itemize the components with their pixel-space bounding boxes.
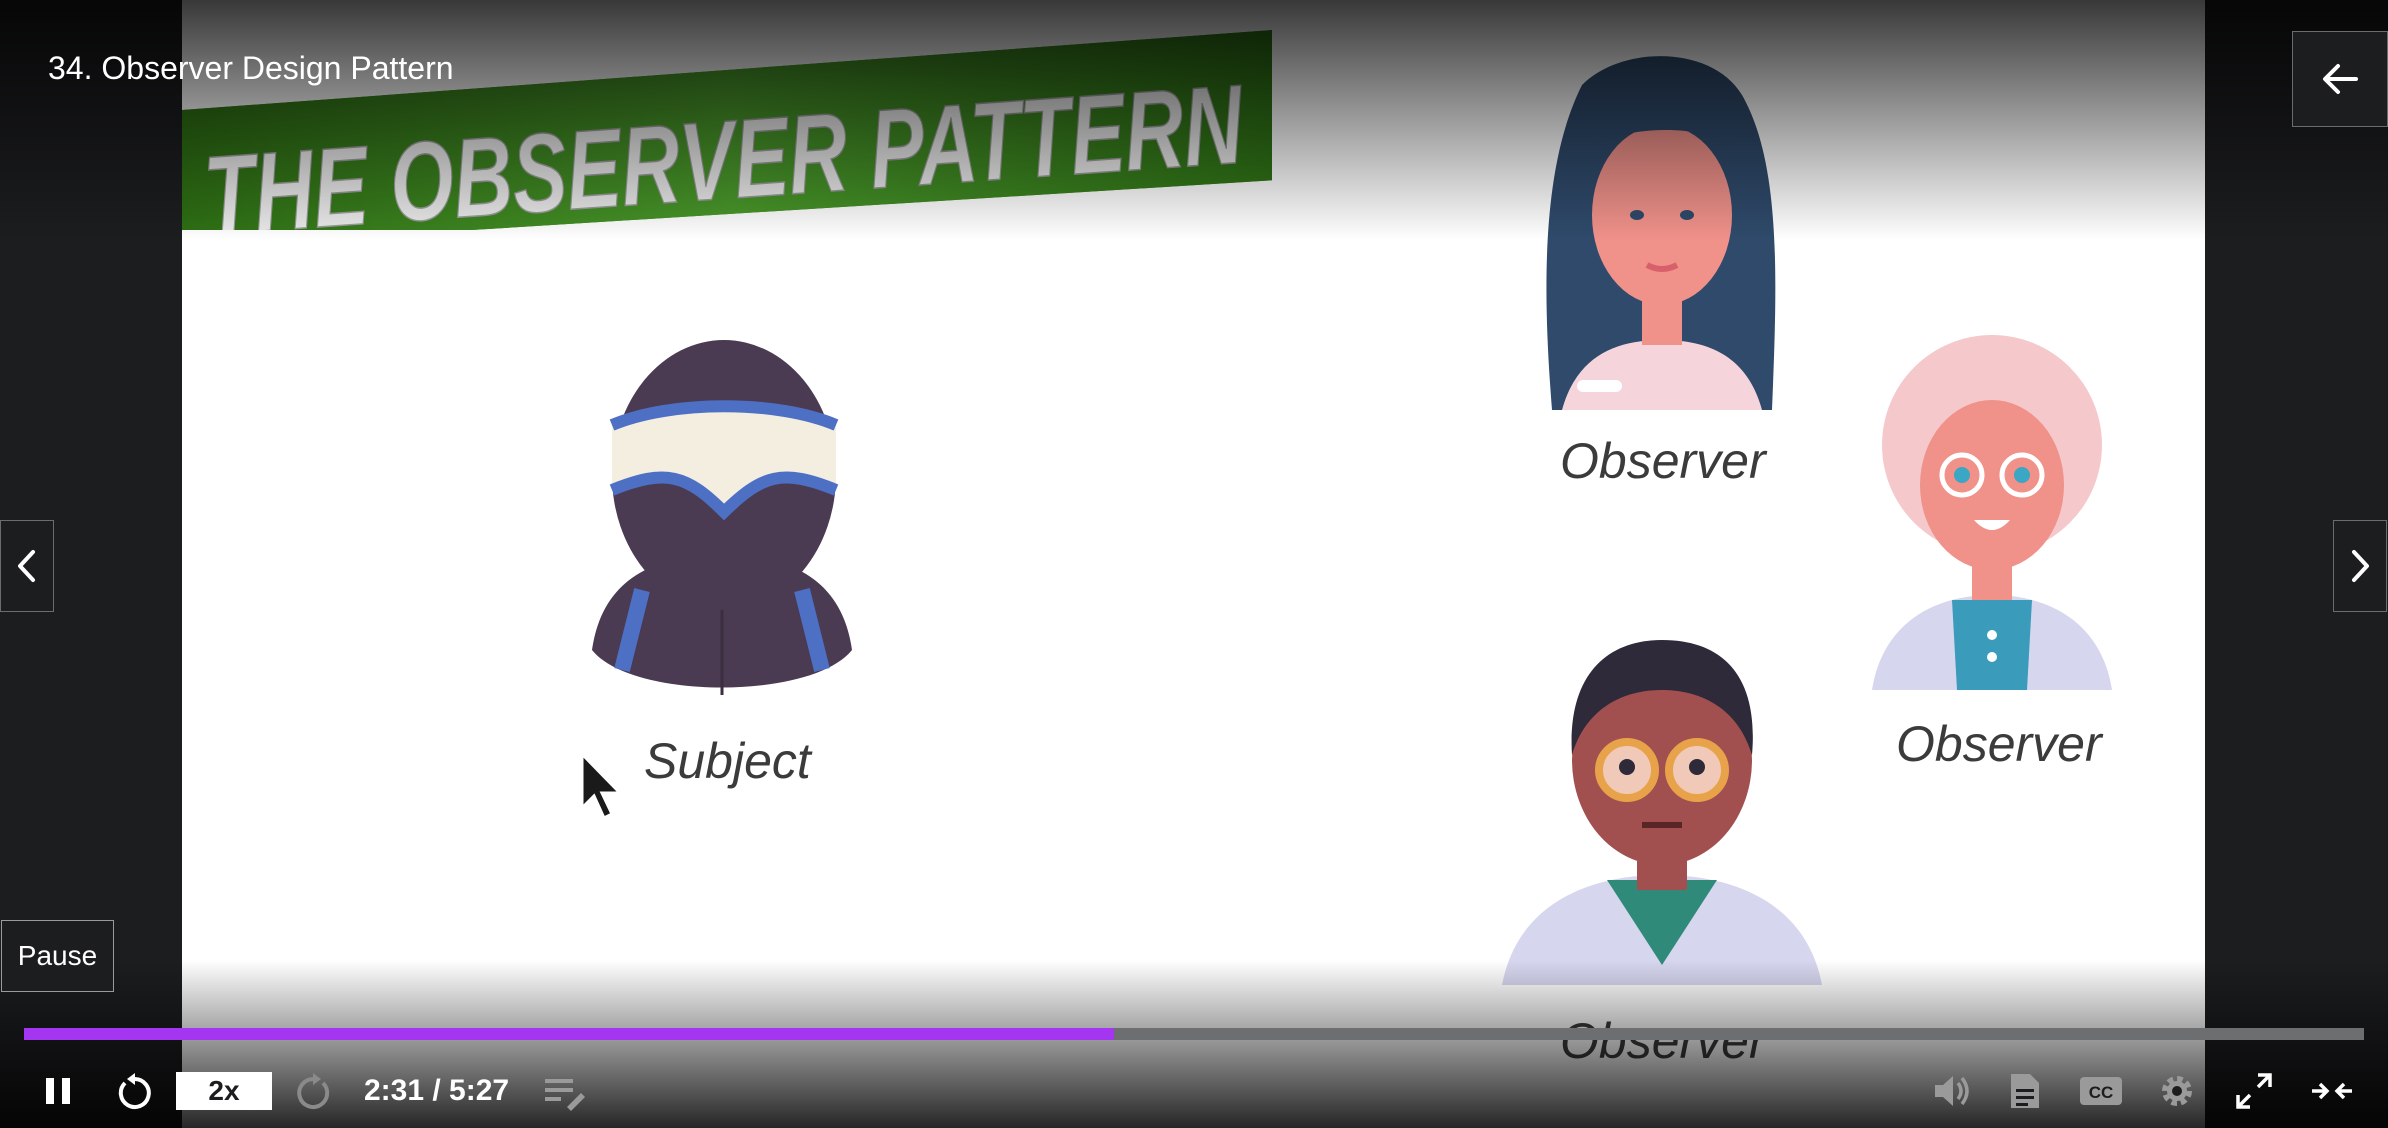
captions-button[interactable]: CC <box>2076 1060 2126 1122</box>
settings-button[interactable] <box>2154 1060 2200 1122</box>
rewind-icon <box>118 1073 151 1109</box>
forward-icon <box>297 1073 330 1109</box>
observer-figure-2 <box>1872 335 2112 690</box>
subject-figure <box>592 340 852 695</box>
playlist-button[interactable] <box>540 1060 590 1122</box>
observer-figure-3 <box>1502 640 1822 985</box>
volume-icon <box>1935 1076 1969 1106</box>
pause-icon <box>46 1078 70 1104</box>
mouse-cursor-icon <box>580 752 624 821</box>
transcript-icon <box>2011 1074 2039 1108</box>
progress-bar[interactable] <box>24 1028 2364 1040</box>
pause-tooltip: Pause <box>1 920 114 992</box>
chevron-right-icon <box>2352 550 2369 582</box>
observer-label-2: Observer <box>1896 716 2102 772</box>
observer-label-1: Observer <box>1560 433 1766 489</box>
next-lecture-button[interactable] <box>2333 520 2387 612</box>
lecture-title: 34. Observer Design Pattern <box>48 50 454 86</box>
back-arrow-icon <box>2323 64 2358 94</box>
previous-lecture-button[interactable] <box>0 520 54 612</box>
playback-speed-button[interactable]: 2x <box>176 1072 272 1110</box>
playlist-icon <box>545 1079 585 1111</box>
fullscreen-button[interactable] <box>2230 1060 2278 1122</box>
progress-fill <box>24 1028 1115 1040</box>
exit-expanded-button[interactable] <box>2306 1060 2358 1122</box>
chevron-left-icon <box>18 550 35 582</box>
rewind-button[interactable] <box>110 1060 160 1122</box>
fullscreen-icon <box>2236 1073 2272 1109</box>
pause-button[interactable] <box>36 1060 80 1122</box>
observer-figure-1 <box>1546 56 1776 410</box>
time-display: 2:31 / 5:27 <box>364 1074 510 1107</box>
control-bar: 2x 2:31 / 5:27 <box>0 1060 2388 1122</box>
video-frame: THE OBSERVER PATTERN Subject Observe <box>182 0 2205 1128</box>
settings-icon <box>2162 1076 2192 1106</box>
volume-button[interactable] <box>1926 1060 1976 1122</box>
svg-text:CC: CC <box>2089 1083 2114 1102</box>
forward-button[interactable] <box>288 1060 338 1122</box>
transcript-button[interactable] <box>2002 1060 2048 1122</box>
exit-expanded-icon <box>2312 1082 2352 1100</box>
subject-label: Subject <box>644 733 811 789</box>
captions-icon: CC <box>2080 1077 2122 1105</box>
back-button[interactable] <box>2292 31 2388 127</box>
